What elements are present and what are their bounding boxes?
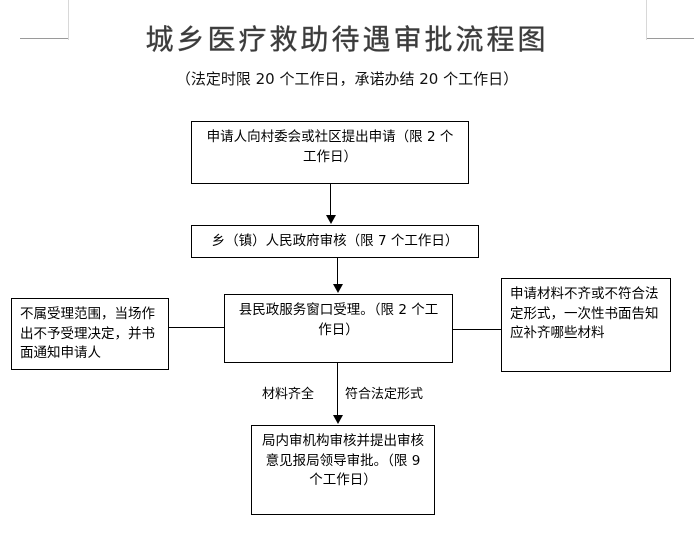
flow-node-internal: 局内审机构审核并提出审核意见报局领导审批。（限 9 个工作日） <box>251 425 435 515</box>
flow-node-window: 县民政服务窗口受理。（限 2 个工作日） <box>224 294 453 363</box>
flow-node-incomplete-label: 申请材料不齐或不符合法定形式，一次性书面告知应补齐哪些材料 <box>510 286 659 342</box>
flow-node-internal-label: 局内审机构审核并提出审核意见报局领导审批。（限 9 个工作日） <box>262 433 424 489</box>
crop-mark-horizontal-rule <box>20 38 68 39</box>
connector-window-to-incomplete <box>453 329 501 330</box>
connector-township-to-window <box>337 258 338 286</box>
crop-mark-vertical-rule <box>68 0 69 40</box>
edge-label-materials-complete: 材料齐全 <box>262 387 315 402</box>
arrow-down-icon <box>333 284 343 293</box>
crop-mark-vertical-rule <box>646 0 647 40</box>
flow-node-reject: 不属受理范围，当场作出不予受理决定，并书面通知申请人 <box>11 298 169 370</box>
page-subtitle: （法定时限 20 个工作日，承诺办结 20 个工作日） <box>175 70 519 88</box>
flow-node-reject-label: 不属受理范围，当场作出不予受理决定，并书面通知申请人 <box>20 306 155 362</box>
flow-node-township: 乡（镇）人民政府审核（限 7 个工作日） <box>191 225 479 258</box>
flow-node-apply: 申请人向村委会或社区提出申请（限 2 个工作日） <box>191 121 469 184</box>
arrow-down-icon <box>333 415 343 424</box>
connector-window-to-internal <box>337 363 338 418</box>
connector-apply-to-township <box>330 184 331 217</box>
flow-node-incomplete: 申请材料不齐或不符合法定形式，一次性书面告知应补齐哪些材料 <box>501 278 671 372</box>
crop-mark-horizontal-rule <box>646 38 694 39</box>
flow-node-apply-label: 申请人向村委会或社区提出申请（限 2 个工作日） <box>206 129 454 165</box>
connector-window-to-reject <box>169 327 224 328</box>
edge-label-legal-form: 符合法定形式 <box>345 387 424 402</box>
page-title: 城乡医疗救助待遇审批流程图 <box>145 23 549 56</box>
arrow-down-icon <box>326 215 336 224</box>
flow-node-township-label: 乡（镇）人民政府审核（限 7 个工作日） <box>211 232 459 249</box>
flow-node-window-label: 县民政服务窗口受理。（限 2 个工作日） <box>238 302 439 338</box>
